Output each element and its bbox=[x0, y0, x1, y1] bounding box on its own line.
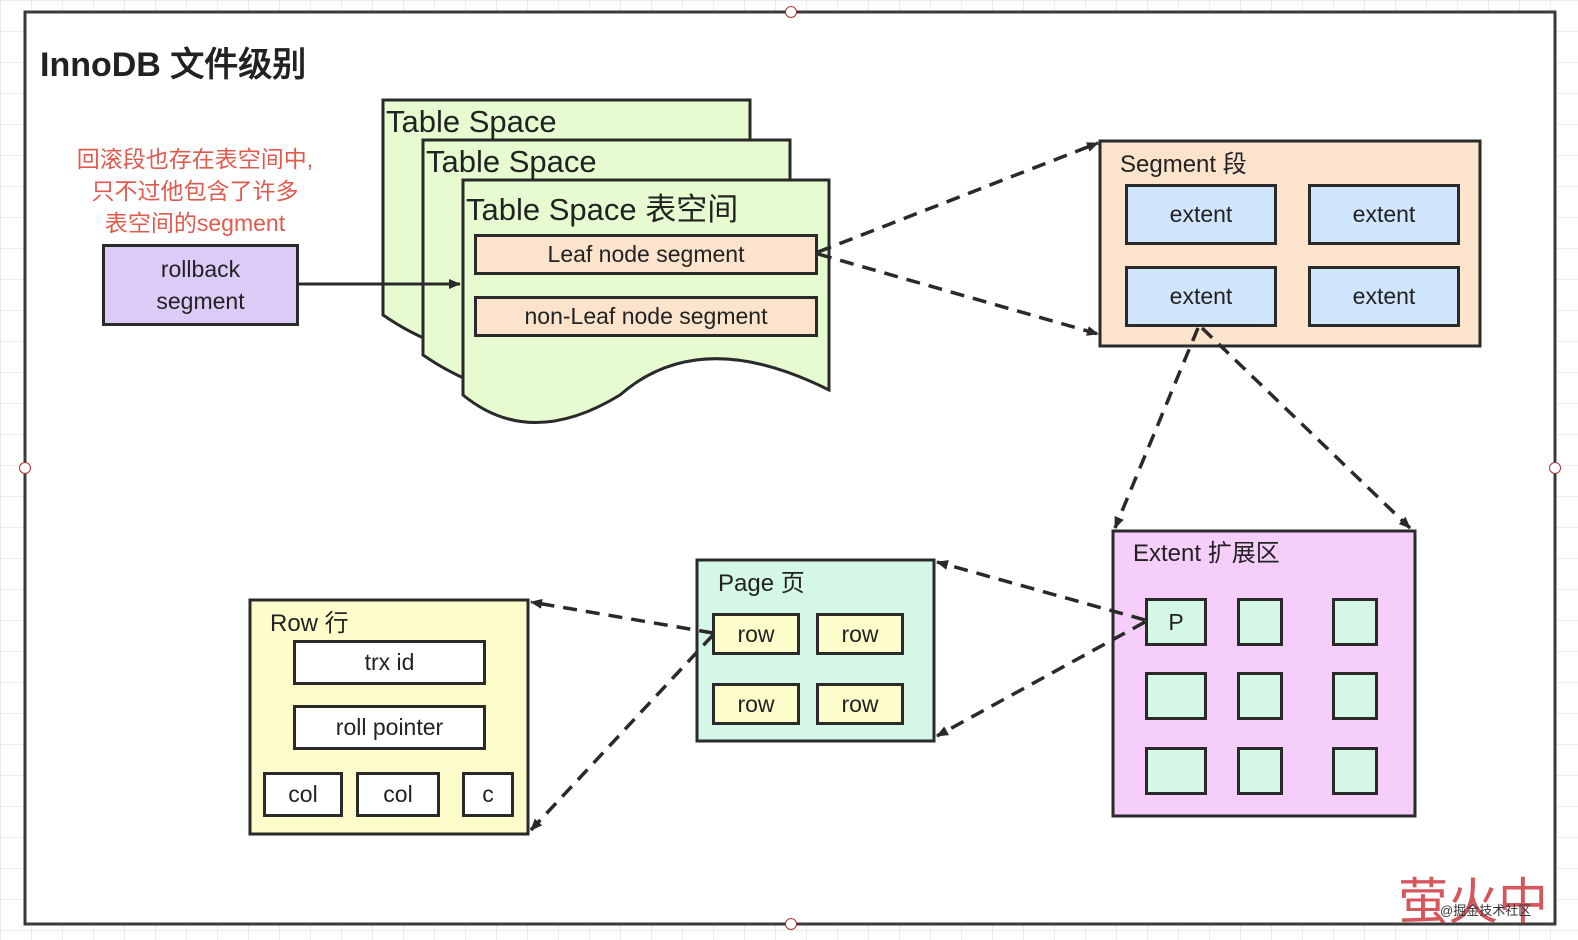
resize-handle-top[interactable] bbox=[785, 6, 797, 18]
tablespace-title-front: Table Space 表空间 bbox=[466, 192, 739, 227]
resize-handle-left[interactable] bbox=[19, 462, 31, 474]
watermark-small: @掘金技术社区 bbox=[1440, 903, 1532, 918]
extent-cell: extent bbox=[1125, 266, 1277, 327]
arrow-segment-to-extent-left bbox=[1113, 327, 1200, 529]
rollback-label-line: rollback bbox=[160, 256, 241, 282]
extent-cell: extent bbox=[1308, 266, 1460, 327]
row-cell: row bbox=[712, 683, 800, 725]
note-line: 回滚段也存在表空间中, bbox=[76, 146, 314, 172]
tablespace-title-back2: Table Space bbox=[426, 144, 597, 179]
page-title: Page 页 bbox=[718, 570, 805, 597]
resize-handle-bottom[interactable] bbox=[785, 918, 797, 930]
tablespace-title-back1: Table Space bbox=[386, 104, 557, 139]
page-cell-p: P bbox=[1145, 598, 1207, 646]
page-cell bbox=[1237, 672, 1283, 720]
row-cell: row bbox=[712, 613, 800, 655]
page-cell bbox=[1332, 747, 1378, 795]
trx-id-field: trx id bbox=[293, 640, 486, 685]
page-cell bbox=[1145, 747, 1207, 795]
arrow-segment-to-extent-right bbox=[1200, 326, 1412, 530]
col-field: col bbox=[356, 772, 440, 817]
page-cell bbox=[1145, 672, 1207, 720]
arrow-p-to-page-bottom bbox=[936, 620, 1146, 738]
page-cell bbox=[1237, 598, 1283, 646]
arrow-p-to-page-top bbox=[936, 560, 1146, 622]
rollback-label-line: segment bbox=[156, 288, 245, 314]
non-leaf-node-segment: non-Leaf node segment bbox=[474, 296, 818, 337]
row-title: Row 行 bbox=[270, 610, 349, 637]
diagram-title: InnoDB 文件级别 bbox=[40, 46, 307, 84]
roll-pointer-field: roll pointer bbox=[293, 705, 486, 750]
page-cell bbox=[1237, 747, 1283, 795]
page-cell bbox=[1332, 598, 1378, 646]
resize-handle-right[interactable] bbox=[1549, 462, 1561, 474]
rollback-note: 回滚段也存在表空间中, 只不过他包含了许多 表空间的segment bbox=[40, 143, 350, 239]
extent-title: Extent 扩展区 bbox=[1133, 540, 1280, 567]
watermark-big: 萤火中 bbox=[1398, 873, 1548, 931]
row-cell: row bbox=[816, 683, 904, 725]
note-line: 表空间的segment bbox=[104, 210, 286, 236]
arrow-leaf-to-segment-bottom bbox=[817, 252, 1099, 336]
row-cell: row bbox=[816, 613, 904, 655]
rollback-segment-box: rollback segment bbox=[102, 244, 299, 326]
col-field: c bbox=[462, 772, 514, 817]
extent-cell: extent bbox=[1308, 184, 1460, 245]
leaf-node-segment: Leaf node segment bbox=[474, 234, 818, 275]
note-line: 只不过他包含了许多 bbox=[91, 178, 299, 204]
page-cell bbox=[1332, 672, 1378, 720]
arrow-row-to-rowbox-top bbox=[530, 598, 714, 635]
col-field: col bbox=[263, 772, 343, 817]
arrow-leaf-to-segment-top bbox=[817, 141, 1099, 254]
segment-title: Segment 段 bbox=[1120, 151, 1247, 178]
extent-cell: extent bbox=[1125, 184, 1277, 245]
